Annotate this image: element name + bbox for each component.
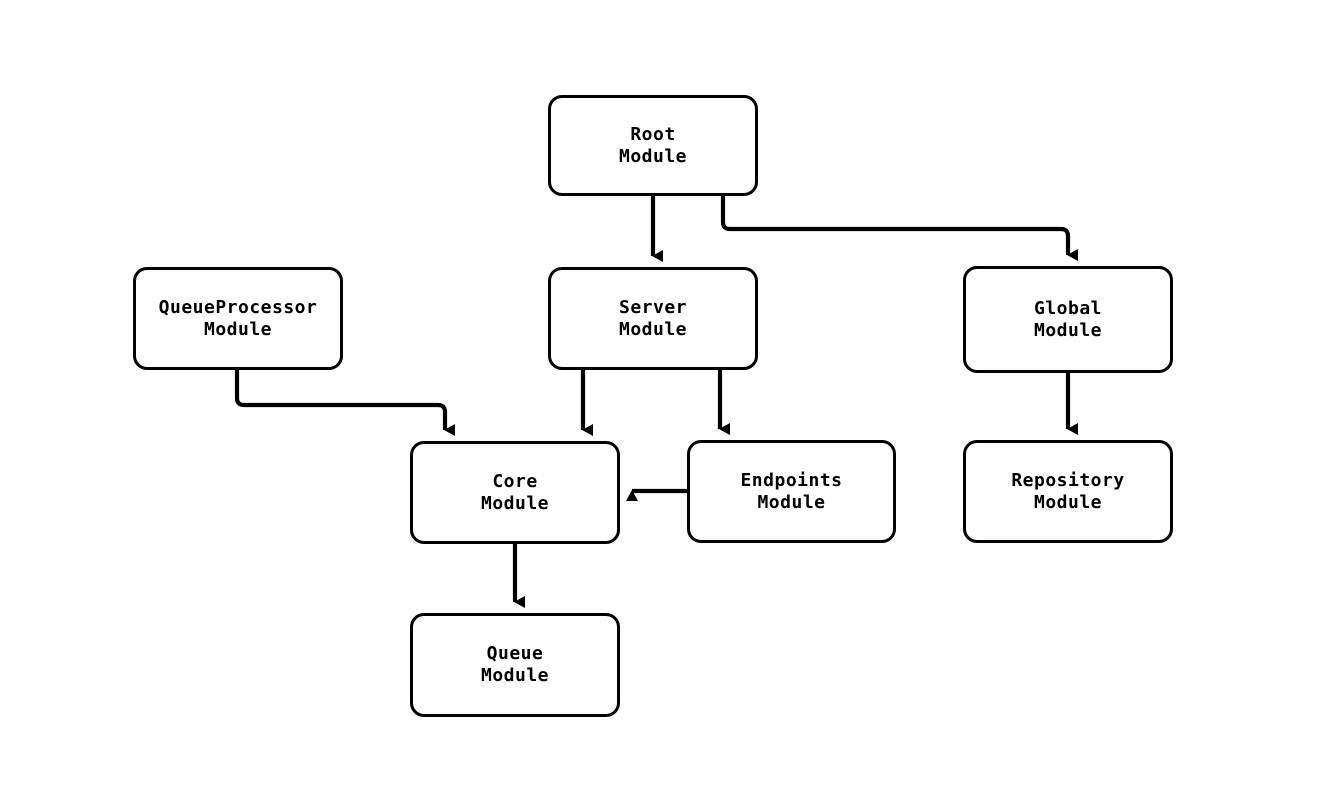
node-core[interactable]: Core Module [410,441,620,544]
node-global[interactable]: Global Module [963,266,1173,373]
node-repository-label: Repository Module [1011,469,1125,513]
node-global-label: Global Module [1033,297,1103,341]
node-root-label: Root Module [618,123,688,167]
node-queueprocessor-label: QueueProcessor Module [158,296,318,340]
node-repository[interactable]: Repository Module [963,440,1173,543]
node-server-label: Server Module [618,296,688,340]
node-server[interactable]: Server Module [548,267,758,370]
node-core-label: Core Module [480,470,550,514]
node-queue-label: Queue Module [480,643,550,686]
node-root[interactable]: Root Module [548,95,758,196]
node-queue[interactable]: Queue Module [410,613,620,717]
node-endpoints-label: Endpoints Module [740,469,843,513]
node-queueprocessor[interactable]: QueueProcessor Module [133,267,343,370]
edge-queueprocessor-core [234,370,455,436]
node-endpoints[interactable]: Endpoints Module [687,440,896,543]
edge-root-global [720,196,1078,261]
